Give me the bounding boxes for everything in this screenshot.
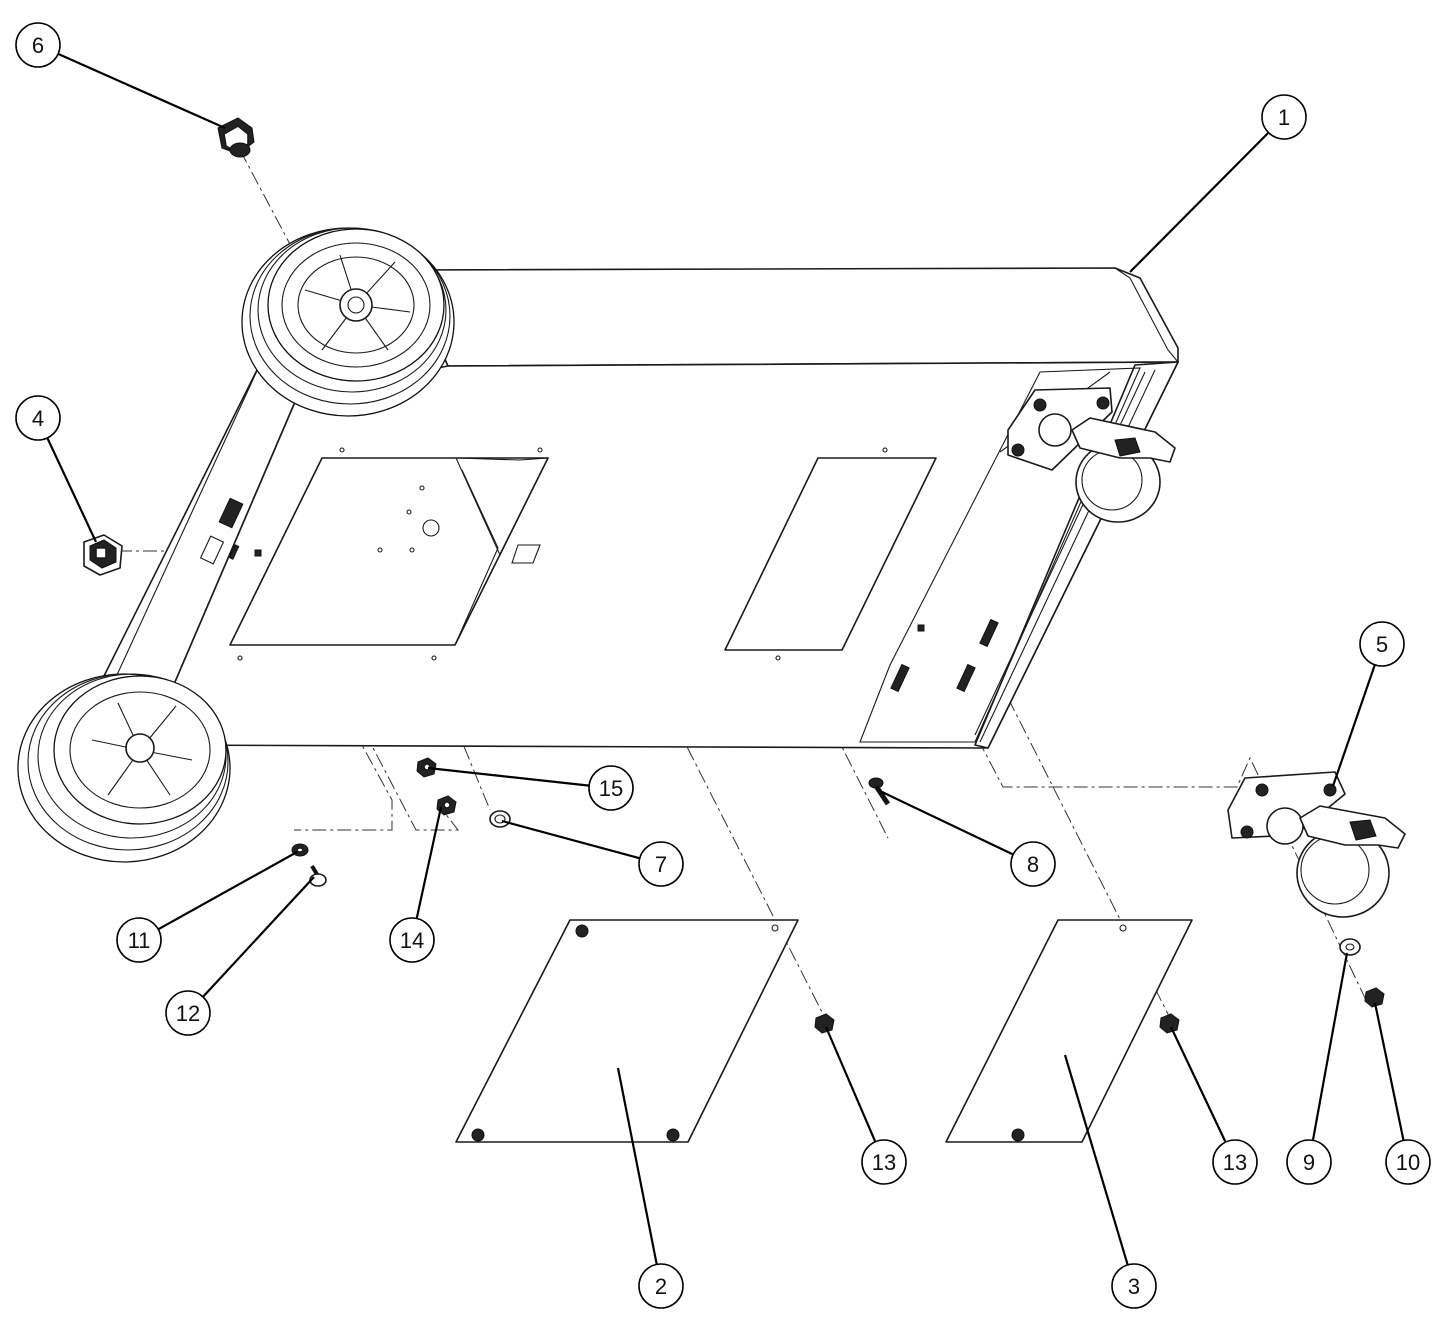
callout-bubble [1212,1139,1258,1185]
leader-line [1331,664,1376,787]
callout-bubble [389,917,435,963]
leader-line [1063,1054,1129,1266]
nut-10 [1364,987,1385,1008]
callout-label: 14 [400,928,424,953]
callout-bubble [1385,1139,1431,1185]
callout-11: 11 [116,851,298,963]
screw-13-right [1159,1013,1180,1034]
callout-3: 3 [1063,1054,1157,1309]
callout-bubble [1359,621,1405,667]
nut-15 [416,757,437,778]
callout-label: 8 [1027,852,1039,877]
callout-bubble [116,917,162,963]
callout-label: 6 [32,33,44,58]
callout-2: 2 [616,1067,684,1309]
leader-line [415,806,443,919]
callout-12: 12 [165,876,315,1036]
callout-bubble [15,395,61,441]
leader-line [824,1026,877,1143]
callout-label: 13 [1223,1150,1247,1175]
callout-label: 5 [1376,632,1388,657]
callout-8: 8 [879,790,1056,887]
leader-line [501,819,641,860]
callout-bubble [1010,841,1056,887]
callout-bubble [165,990,211,1036]
leader-line [202,876,315,998]
callout-label: 15 [599,776,623,801]
studs [890,618,999,693]
callout-4: 4 [15,395,97,543]
callout-label: 11 [128,928,151,953]
swivel-caster [1227,771,1406,918]
callout-label: 7 [655,852,667,877]
cover-plate-2 [455,919,799,1143]
callout-13: 13 [1170,1026,1258,1185]
callout-13: 13 [824,1026,907,1185]
callout-label: 9 [1303,1150,1315,1175]
wheel-rear [241,227,455,417]
callout-label: 3 [1128,1274,1140,1299]
leader-line [427,766,590,787]
screw-13-left [814,1013,835,1034]
callout-bubble [638,841,684,887]
leader-line [46,437,97,543]
callout-label: 10 [1396,1150,1420,1175]
callout-bubble [861,1139,907,1185]
callout-bubble [1111,1263,1157,1309]
callout-bubble [15,22,61,68]
callout-5: 5 [1331,621,1405,787]
leader-line [1373,1002,1405,1141]
bolt-12 [309,864,327,887]
callout-bubble [638,1263,684,1309]
cable-gland [217,117,255,158]
washer-9 [1339,938,1361,956]
callout-10: 10 [1373,1002,1431,1185]
lock-ring [489,810,511,828]
callout-bubble [1261,94,1307,140]
callout-label: 2 [655,1274,667,1299]
bolt-8 [868,777,891,806]
leader-line [879,790,1014,856]
wheel-front [17,673,231,863]
callout-9: 9 [1286,952,1349,1185]
callout-label: 12 [176,1001,200,1026]
callout-6: 6 [15,22,226,130]
callout-bubble [588,765,634,811]
callout-7: 7 [501,819,684,887]
mounted-caster [1007,387,1176,523]
callout-label: 4 [32,406,44,431]
callout-15: 15 [427,765,634,811]
rocker-switch [83,534,123,576]
leader-line [157,851,298,931]
leader-line [1311,952,1349,1141]
cover-plate-3 [945,919,1193,1143]
leader-line [1129,131,1270,273]
callout-bubble [1286,1139,1332,1185]
leader-line [616,1067,658,1265]
callout-14: 14 [389,806,443,963]
nut-14 [436,795,457,816]
callout-label: 13 [872,1150,896,1175]
leader-line [1170,1026,1227,1143]
callout-1: 1 [1129,94,1307,273]
callout-label: 1 [1278,105,1290,130]
leader-line [57,52,226,130]
